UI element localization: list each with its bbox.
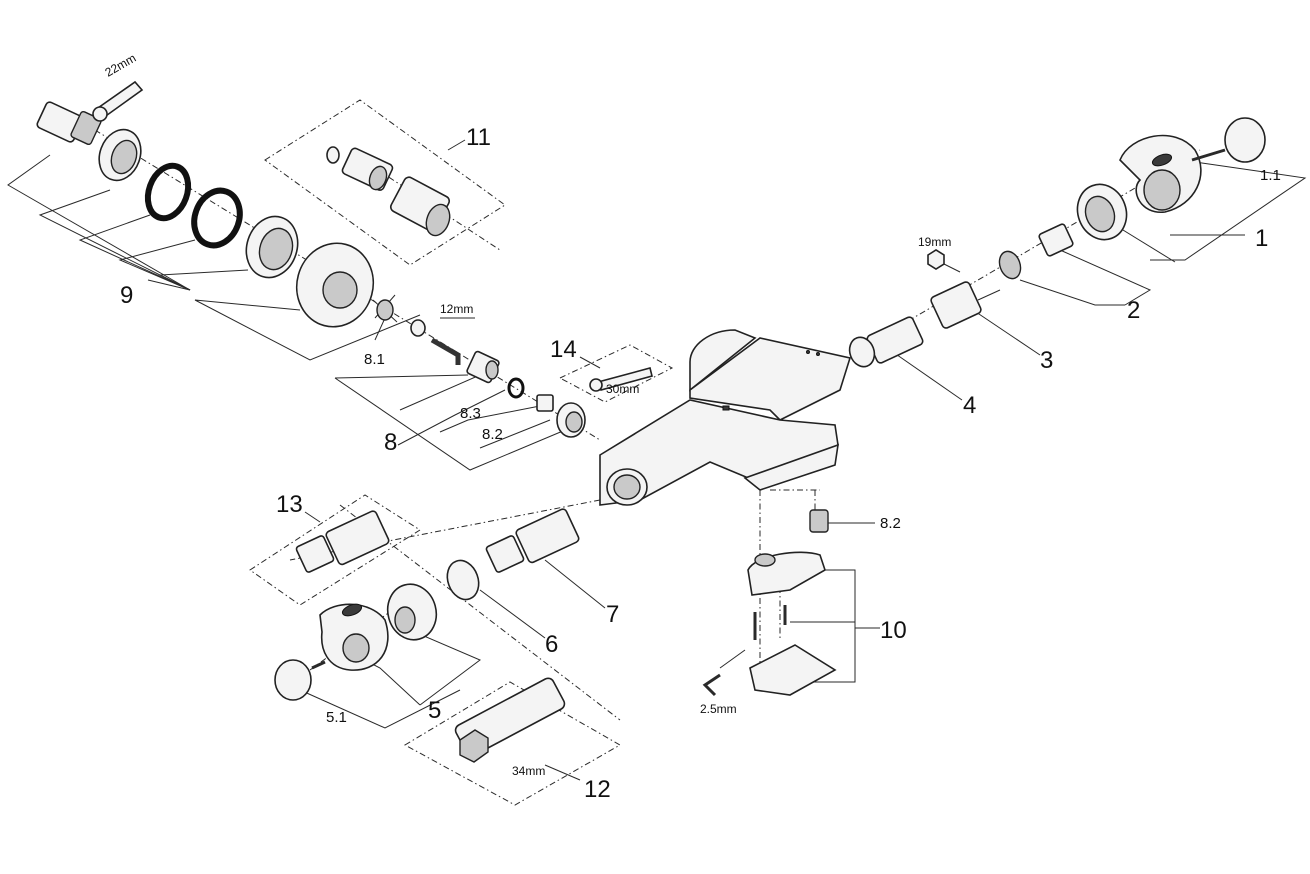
callout-14: 14	[550, 336, 577, 363]
part-5-1-cap	[274, 659, 326, 701]
part-9-escutcheon	[295, 242, 375, 328]
kit-box-14	[558, 344, 674, 403]
part-7-cartridge	[485, 508, 580, 573]
part-1-1-cap	[1191, 117, 1266, 163]
wrench-22mm-icon	[92, 80, 144, 122]
part-9-connector	[36, 101, 142, 182]
callout-9: 9	[120, 282, 133, 309]
o-ring-9a	[144, 162, 192, 222]
part-3-cartridge	[930, 281, 1001, 329]
part-2-set	[998, 223, 1074, 280]
leader-lines	[7, 139, 1307, 781]
part-8-1-washer	[372, 294, 426, 337]
tool-label-12mm: 12mm	[440, 302, 473, 316]
part-5-nut	[386, 583, 438, 641]
callout-8-1: 8.1	[364, 351, 385, 368]
callout-8: 8	[384, 429, 397, 456]
callout-1: 1	[1255, 225, 1268, 252]
callout-12: 12	[584, 776, 611, 803]
part-6-ring	[446, 559, 480, 601]
tool-label-30mm: 30mm	[606, 382, 639, 396]
callout-2: 2	[1127, 297, 1140, 324]
part-5-handle	[319, 603, 389, 671]
callout-1-1: 1.1	[1260, 167, 1281, 184]
o-ring-9b	[191, 187, 243, 249]
part-9-nut	[245, 215, 299, 279]
callout-4: 4	[963, 392, 976, 419]
part-11-set	[326, 146, 451, 237]
callout-5-1: 5.1	[326, 709, 347, 726]
callout-3: 3	[1040, 347, 1053, 374]
axis-lines	[94, 129, 1201, 721]
part-8-components	[466, 350, 586, 438]
callout-5: 5	[428, 697, 441, 724]
callout-13: 13	[276, 491, 303, 518]
kit-box-12	[403, 681, 622, 806]
part-13-cartridge	[295, 510, 390, 573]
callout-10: 10	[880, 617, 907, 644]
kit-boxes	[249, 99, 674, 806]
tool-label-34mm: 34mm	[512, 764, 545, 778]
tool-label-2-5mm: 2.5mm	[700, 702, 737, 716]
allen-key-2-5mm-icon	[702, 673, 721, 697]
callout-7: 7	[606, 601, 619, 628]
mixer-body	[599, 329, 852, 506]
tool-label-19mm: 19mm	[918, 235, 951, 249]
part-4-sleeve	[848, 316, 924, 368]
hex-19mm-icon	[927, 249, 945, 270]
tool-label-22mm: 22mm	[103, 51, 139, 80]
callout-8-2-right: 8.2	[880, 515, 901, 532]
part-1-handle	[1076, 134, 1202, 241]
callout-labels: 1 1.1 2 3 4 5 5.1 6 7 8 8.1 8.2 8.2 8.3 …	[120, 124, 1281, 803]
part-10-spout	[747, 509, 837, 696]
callout-8-3: 8.3	[460, 405, 481, 422]
part-12-key	[454, 677, 566, 763]
callout-11: 11	[466, 124, 491, 151]
callout-8-2-left: 8.2	[482, 426, 503, 443]
allen-key-12mm	[430, 317, 475, 365]
callout-6: 6	[545, 631, 558, 658]
kit-box-11	[264, 99, 506, 266]
wrench-30mm-icon	[589, 367, 653, 392]
